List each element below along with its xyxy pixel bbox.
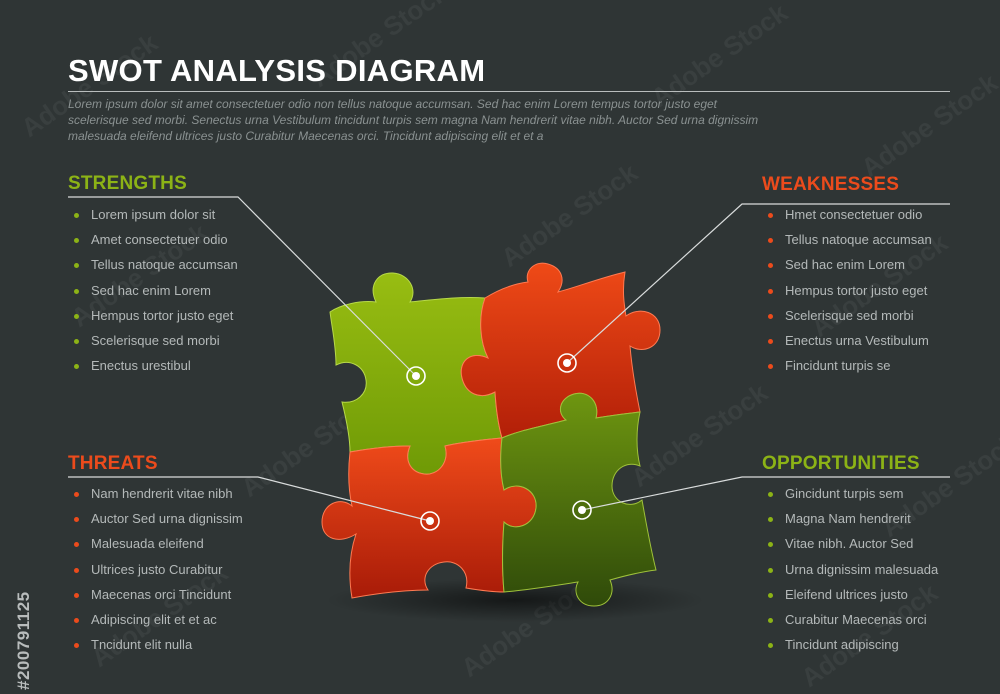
list-item: Nam hendrerit vitae nibh (68, 486, 243, 511)
weaknesses-list: Hmet consectetuer odio Tellus natoque ac… (762, 207, 932, 383)
page-description: Lorem ipsum dolor sit amet consectetuer … (68, 97, 759, 143)
title-divider (68, 91, 950, 92)
list-item: Amet consectetuer odio (68, 232, 238, 257)
list-item: Lorem ipsum dolor sit (68, 207, 238, 232)
list-item: Enectus urna Vestibulum (762, 333, 932, 358)
strengths-heading: STRENGTHS (68, 173, 187, 194)
opportunities-connector (581, 476, 950, 511)
list-item: Vitae nibh. Auctor Sed (762, 536, 938, 561)
list-item: Eleifend ultrices justo (762, 587, 938, 612)
strengths-connector (68, 196, 417, 377)
list-item: Maecenas orci Tincidunt (68, 587, 243, 612)
list-item: Sed hac enim Lorem (68, 283, 238, 308)
list-item: Tncidunt elit nulla (68, 637, 243, 662)
list-item: Enectus urestibul (68, 358, 238, 383)
strengths-list: Lorem ipsum dolor sit Amet consectetuer … (68, 207, 238, 383)
list-item: Hmet consectetuer odio (762, 207, 932, 232)
opportunities-heading: OPPORTUNITIES (762, 453, 920, 474)
list-item: Fincidunt turpis se (762, 358, 932, 383)
weaknesses-marker (557, 353, 577, 373)
list-item: Tellus natoque accumsan (762, 232, 932, 257)
list-item: Magna Nam hendrerit (762, 511, 938, 536)
opportunities-piece (500, 392, 657, 607)
list-item: Hempus tortor justo eget (762, 283, 932, 308)
threats-list: Nam hendrerit vitae nibh Auctor Sed urna… (68, 486, 243, 662)
opportunities-list: Gincidunt turpis sem Magna Nam hendrerit… (762, 486, 938, 662)
list-item: Ultrices justo Curabitur (68, 562, 243, 587)
list-item: Curabitur Maecenas orci (762, 612, 938, 637)
list-item: Scelerisque sed morbi (68, 333, 238, 358)
list-item: Hempus tortor justo eget (68, 308, 238, 333)
weaknesses-heading: WEAKNESSES (762, 174, 900, 195)
list-item: Adipiscing elit et et ac (68, 612, 243, 637)
list-item: Auctor Sed urna dignissim (68, 511, 243, 536)
list-item: Tincidunt adipiscing (762, 637, 938, 662)
threats-marker (420, 511, 440, 531)
list-item: Sed hac enim Lorem (762, 257, 932, 282)
page-title: SWOT ANALYSIS DIAGRAM (68, 53, 486, 88)
strengths-marker (406, 366, 426, 386)
opportunities-marker (572, 500, 592, 520)
list-item: Scelerisque sed morbi (762, 308, 932, 333)
threats-connector (68, 476, 431, 522)
threats-heading: THREATS (68, 453, 158, 474)
list-item: Gincidunt turpis sem (762, 486, 938, 511)
weaknesses-connector (566, 203, 950, 364)
list-item: Urna dignissim malesuada (762, 562, 938, 587)
list-item: Tellus natoque accumsan (68, 257, 238, 282)
list-item: Malesuada eleifend (68, 536, 243, 561)
